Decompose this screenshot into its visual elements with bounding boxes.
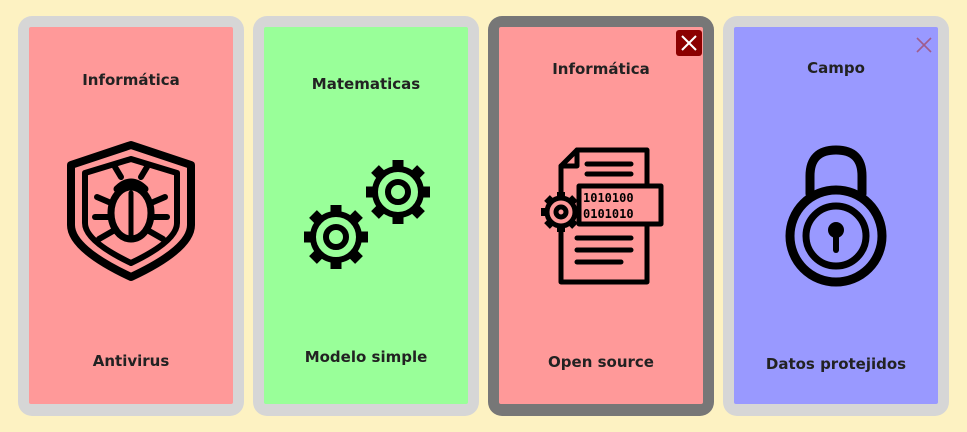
card-title: Open source (548, 353, 654, 371)
close-button[interactable] (676, 30, 702, 56)
card-category: Informática (82, 71, 180, 89)
close-icon (916, 37, 932, 53)
card-title: Antivirus (92, 352, 170, 370)
shield-bug-icon (51, 137, 211, 287)
padlock-icon (756, 132, 916, 292)
svg-text:1010100: 1010100 (583, 191, 634, 205)
close-button[interactable] (911, 32, 937, 58)
card-face: Matematicas (264, 27, 468, 404)
card-antivirus[interactable]: Informática Antivirus (18, 16, 244, 416)
card-face: Informática Antivirus (29, 27, 233, 404)
card-title: Modelo simple (304, 348, 428, 366)
card-face: Informática 1010100 0101010 (499, 27, 703, 404)
card-category: Campo (807, 59, 865, 77)
card-category: Matematicas (311, 75, 421, 93)
gears-icon (286, 147, 446, 297)
card-face: Campo Datos protejidos (734, 27, 938, 404)
card-open-source[interactable]: Informática 1010100 0101010 (488, 16, 714, 416)
card-category: Informática (552, 60, 650, 78)
card-modelo-simple[interactable]: Matematicas (253, 16, 479, 416)
card-title: Datos protejidos (765, 355, 907, 373)
close-icon (681, 35, 697, 51)
card-datos-protejidos[interactable]: Campo Datos protejidos (723, 16, 949, 416)
svg-text:0101010: 0101010 (583, 207, 634, 221)
code-document-icon: 1010100 0101010 (521, 142, 681, 292)
